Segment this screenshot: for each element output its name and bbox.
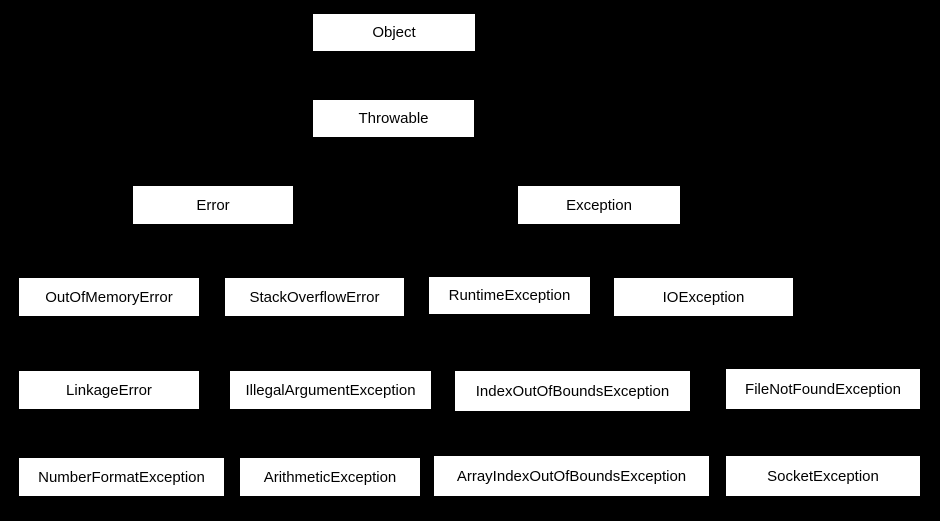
node-exception: Exception — [518, 186, 680, 224]
node-arrayindexoutofboundsexception: ArrayIndexOutOfBoundsException — [434, 456, 709, 496]
node-object: Object — [313, 14, 475, 51]
node-indexoutofboundsexception: IndexOutOfBoundsException — [455, 371, 690, 411]
node-illegalargumentexception: IllegalArgumentException — [230, 371, 431, 409]
node-throwable: Throwable — [313, 100, 474, 137]
node-stackoverflowerror: StackOverflowError — [225, 278, 404, 316]
node-numberformatexception: NumberFormatException — [19, 458, 224, 496]
node-arithmeticexception: ArithmeticException — [240, 458, 420, 496]
node-outofmemoryerror: OutOfMemoryError — [19, 278, 199, 316]
node-socketexception: SocketException — [726, 456, 920, 496]
node-filenotfoundexception: FileNotFoundException — [726, 369, 920, 409]
node-linkageerror: LinkageError — [19, 371, 199, 409]
node-runtimeexception: RuntimeException — [429, 277, 590, 314]
node-error: Error — [133, 186, 293, 224]
node-ioexception: IOException — [614, 278, 793, 316]
